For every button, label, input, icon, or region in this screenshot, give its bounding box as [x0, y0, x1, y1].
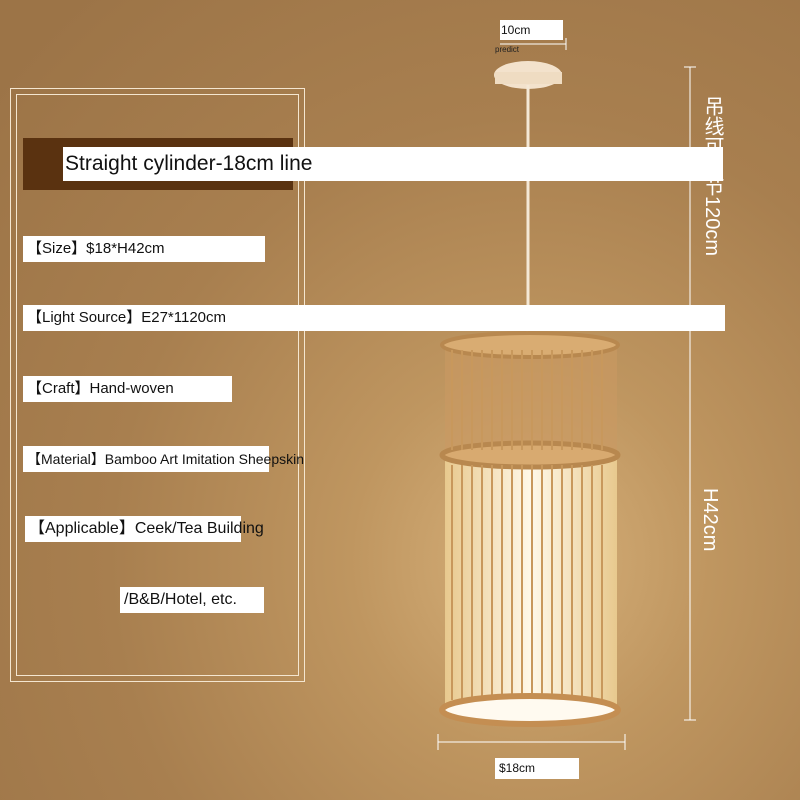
decorative-frame-inner [16, 94, 299, 676]
spec-size: 【Size】$18*H42cm [23, 236, 265, 262]
diameter-label: $18cm [495, 758, 579, 779]
spec-craft: 【Craft】Hand-woven [23, 376, 232, 402]
spec-applicable: 【Applicable】Ceek/Tea Building [25, 516, 264, 542]
spec-light-source: 【Light Source】E27*1120cm [23, 305, 725, 331]
lamp-bottom-ring [439, 693, 621, 727]
canopy-note: predict [495, 45, 520, 54]
spec-material: 【Material】Bamboo Art Imitation Sheepskin [23, 446, 304, 472]
height-label: H42cm [699, 488, 721, 552]
product-title: Straight cylinder-18cm line [63, 147, 723, 181]
decorative-frame [10, 88, 305, 682]
canopy-width-label: 10cm [500, 20, 563, 40]
spec-applicable-cont: /B&B/Hotel, etc. [120, 587, 264, 613]
